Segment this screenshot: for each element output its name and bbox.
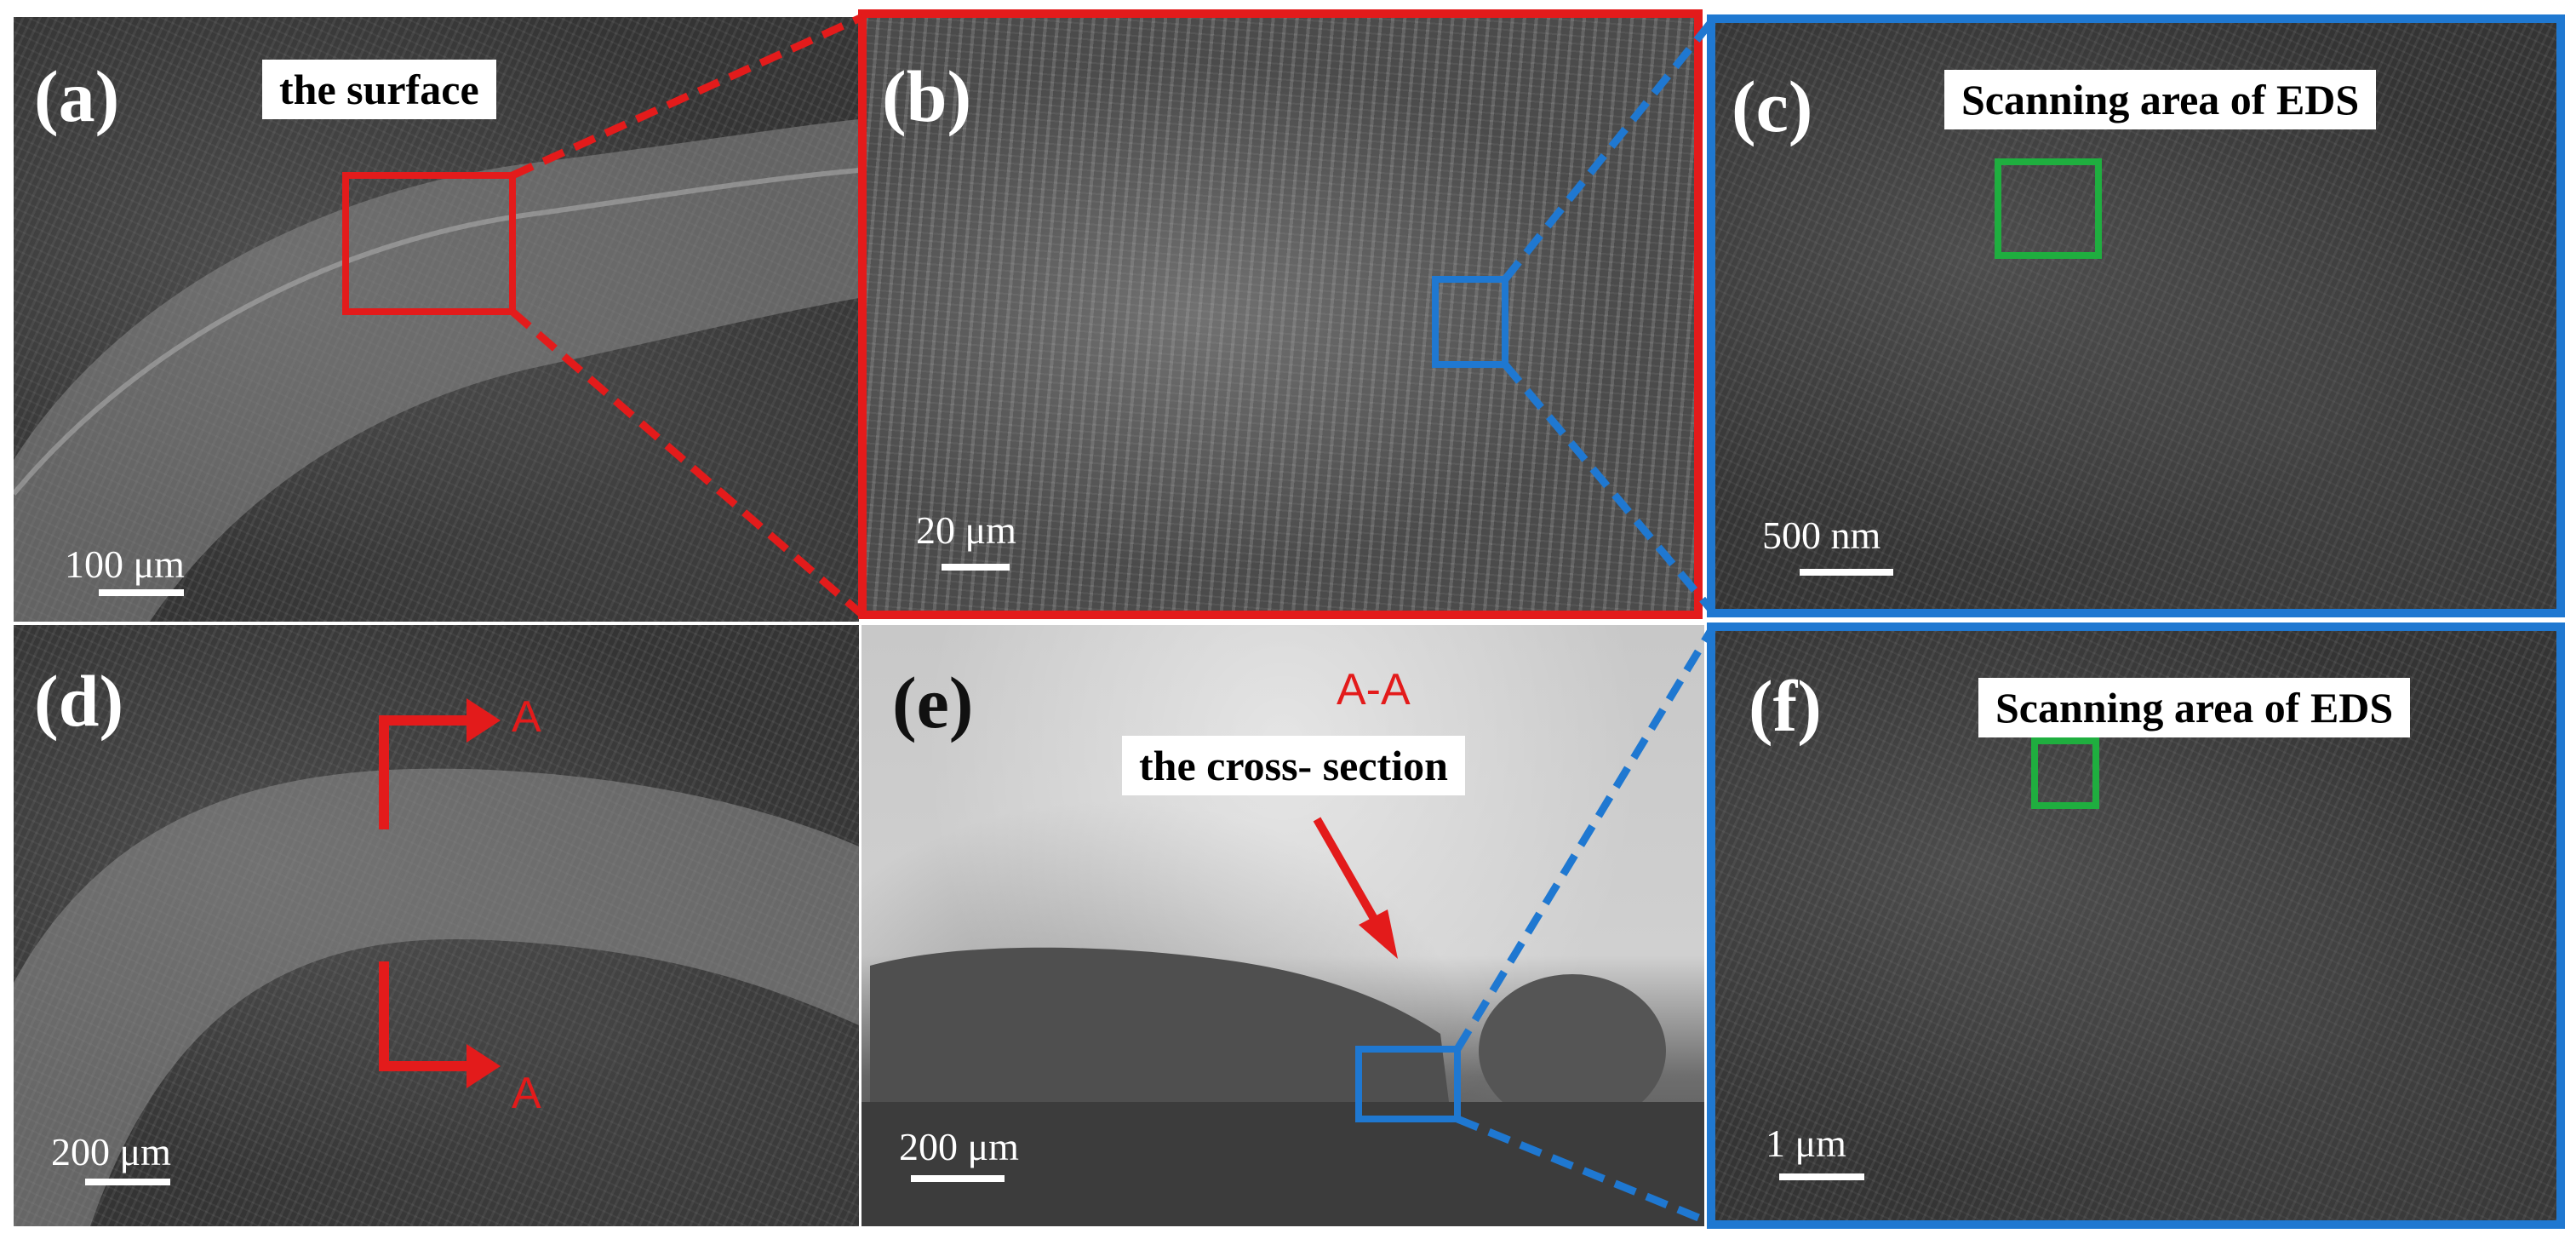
panel-f-image: (f) Scanning area of EDS 1 μm bbox=[1714, 630, 2559, 1221]
panel-c-blue-frame bbox=[1707, 14, 2565, 617]
panel-e-tag: the cross- section bbox=[1122, 736, 1465, 795]
section-arrows bbox=[379, 698, 501, 1088]
fiber-surface-shape bbox=[14, 119, 859, 622]
zoom-line-a-b-top bbox=[511, 13, 864, 180]
panel-f-eds-box bbox=[2031, 737, 2099, 809]
panel-c-eds-box bbox=[1995, 158, 2102, 259]
zoom-line-a-b-bottom bbox=[510, 308, 865, 618]
panel-f-letter: (f) bbox=[1749, 665, 1822, 747]
panel-e-letter: (e) bbox=[892, 662, 974, 743]
panel-e-scale-bar bbox=[911, 1175, 1005, 1182]
panel-b-red-frame bbox=[858, 9, 1703, 619]
panel-d-image: (d) A A 200 μm bbox=[14, 625, 859, 1226]
section-mark-top: A bbox=[512, 692, 541, 742]
panel-e-image: (e) A-A the cross- section 200 μm bbox=[862, 625, 1704, 1226]
panel-b-image: (b) 20 μm bbox=[865, 17, 1696, 613]
panel-f-scale-label: 1 μm bbox=[1766, 1122, 1846, 1165]
panel-e-zoom-box bbox=[1355, 1046, 1461, 1122]
panel-a-tag: the surface bbox=[262, 60, 496, 119]
section-mark-bottom: A bbox=[512, 1069, 541, 1118]
panel-d-scale-bar bbox=[85, 1179, 170, 1185]
panel-f-tag: Scanning area of EDS bbox=[1978, 678, 2411, 737]
panel-d-letter: (d) bbox=[34, 660, 124, 742]
panel-c-scale-label: 500 nm bbox=[1762, 513, 1881, 557]
panel-a-scale-label: 100 μm bbox=[65, 542, 185, 586]
panel-f-scale-bar bbox=[1779, 1173, 1864, 1180]
panel-b-scale-label: 20 μm bbox=[916, 508, 1016, 552]
panel-e-scale-label: 200 μm bbox=[899, 1125, 1019, 1168]
zoom-line-b-c-top bbox=[1502, 20, 1714, 282]
panel-c-letter: (c) bbox=[1732, 66, 1813, 147]
fiber-curve-shape bbox=[14, 768, 859, 1226]
panel-c-scale-bar bbox=[1800, 569, 1893, 576]
panel-d-scale-label: 200 μm bbox=[51, 1130, 171, 1173]
panel-a-scale-bar bbox=[99, 589, 184, 596]
zoom-line-e-f-top bbox=[1454, 628, 1714, 1052]
panel-f-blue-frame bbox=[1707, 622, 2565, 1229]
panel-a-zoom-box bbox=[342, 172, 516, 315]
panel-a-letter: (a) bbox=[34, 55, 120, 137]
section-label: A-A bbox=[1337, 665, 1411, 714]
panel-b-letter: (b) bbox=[882, 55, 972, 137]
panel-b-scale-bar bbox=[942, 564, 1010, 571]
panel-b-zoom-box bbox=[1432, 276, 1508, 368]
panel-c-tag: Scanning area of EDS bbox=[1944, 70, 2377, 129]
panel-c-image: (c) Scanning area of EDS 500 nm bbox=[1714, 22, 2559, 610]
cross-section-arrow bbox=[1313, 817, 1398, 959]
zoom-line-b-c-bottom bbox=[1502, 362, 1714, 612]
zoom-line-e-f-bottom bbox=[1456, 1115, 1713, 1227]
panel-a-image: (a) the surface 100 μm bbox=[14, 17, 859, 622]
